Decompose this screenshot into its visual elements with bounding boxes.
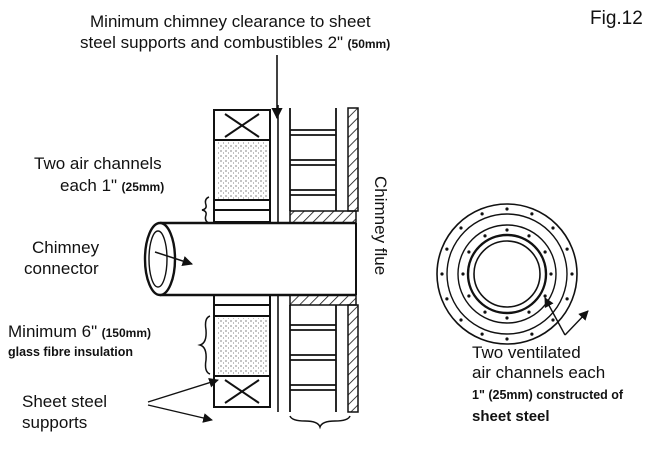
air-channels-label-line2: each 1" xyxy=(60,176,118,195)
chimney-flue-label: Chimney flue xyxy=(371,176,390,276)
inner-ring-inner xyxy=(473,240,541,308)
lower-thimble-hatch xyxy=(289,294,357,306)
vent-label-line1: Two ventilated xyxy=(472,343,581,362)
upper-insulation xyxy=(217,142,267,200)
insulation-type-label: glass fibre insulation xyxy=(8,345,134,359)
rivet-dot xyxy=(549,272,553,276)
rivet-dot xyxy=(527,310,531,314)
clearance-label-line1: Minimum chimney clearance to sheet xyxy=(90,12,371,31)
inner-ring-outer xyxy=(466,233,548,315)
lower-wall-section xyxy=(213,294,271,408)
cross-section-view xyxy=(436,203,578,345)
rivet-dot xyxy=(461,272,465,276)
rivet-dot xyxy=(467,294,471,298)
upper-wall-section xyxy=(213,109,271,223)
figure-label: Fig.12 xyxy=(590,8,643,29)
rivet-dot xyxy=(543,250,547,254)
vent-leader-1 xyxy=(544,297,566,336)
rivet-dot xyxy=(483,234,487,238)
flue-brace xyxy=(289,415,351,430)
flue-liner xyxy=(289,108,337,412)
air-channels-label-line2-group: each 1" (25mm) xyxy=(60,176,164,196)
lower-insulation xyxy=(217,318,267,374)
vent-label-line3: 1" (25mm) constructed of xyxy=(472,388,624,402)
supports-label-line1: Sheet steel xyxy=(22,392,108,411)
rivet-dot xyxy=(543,294,547,298)
rivet-dot xyxy=(565,297,569,301)
insulation-label-line1-group: Minimum 6" (150mm) xyxy=(8,322,151,342)
middle-ring-inner xyxy=(457,224,557,324)
air-channels-metric: (25mm) xyxy=(121,180,165,194)
insulation-metric: (150mm) xyxy=(101,326,151,340)
vent-leader-2 xyxy=(564,310,589,336)
insulation-brace xyxy=(197,315,211,375)
chimney-wall-upper xyxy=(347,107,359,212)
rivet-dot xyxy=(551,318,555,322)
rivet-dot xyxy=(467,250,471,254)
rivet-dot xyxy=(505,228,509,232)
rivet-dot xyxy=(459,318,463,322)
clearance-label-line2: steel supports and combustibles 2" xyxy=(80,33,344,52)
upper-thimble-hatch xyxy=(289,210,357,224)
cross-section-rivets xyxy=(440,207,574,341)
rivet-dot xyxy=(570,272,574,276)
rivet-dot xyxy=(505,316,509,320)
rivet-dot xyxy=(483,310,487,314)
rivet-dot xyxy=(440,272,444,276)
middle-ring-outer xyxy=(446,213,568,335)
chimney-connector-pipe xyxy=(143,221,357,297)
rivet-dot xyxy=(530,212,534,216)
connector-label-line2: connector xyxy=(24,259,99,278)
clearance-label-line2-group: steel supports and combustibles 2" (50mm… xyxy=(80,33,390,53)
rivet-dot xyxy=(480,212,484,216)
rivet-dot xyxy=(530,332,534,336)
rivet-dot xyxy=(445,247,449,251)
support-leader-2 xyxy=(147,404,213,423)
outer-ring xyxy=(436,203,578,345)
vent-label-line4: sheet steel xyxy=(472,408,550,425)
rivet-dot xyxy=(505,207,509,211)
air-channels-label-line1: Two air channels xyxy=(34,154,162,173)
rivet-dot xyxy=(565,247,569,251)
support-leader-1 xyxy=(147,377,219,403)
rivet-dot xyxy=(527,234,531,238)
chimney-wall-lower xyxy=(347,304,359,413)
vent-label-line2: air channels each xyxy=(472,363,606,382)
air-channel-brace xyxy=(201,196,210,224)
insulation-label-line1: Minimum 6" xyxy=(8,322,98,341)
connector-label-line1: Chimney xyxy=(32,238,100,257)
rivet-dot xyxy=(459,226,463,230)
rivet-dot xyxy=(505,337,509,341)
clearance-metric: (50mm) xyxy=(347,37,391,51)
rivet-dot xyxy=(551,226,555,230)
supports-label-line2: supports xyxy=(22,413,88,432)
rivet-dot xyxy=(445,297,449,301)
rivet-dot xyxy=(480,332,484,336)
connector-arrow xyxy=(154,251,193,267)
